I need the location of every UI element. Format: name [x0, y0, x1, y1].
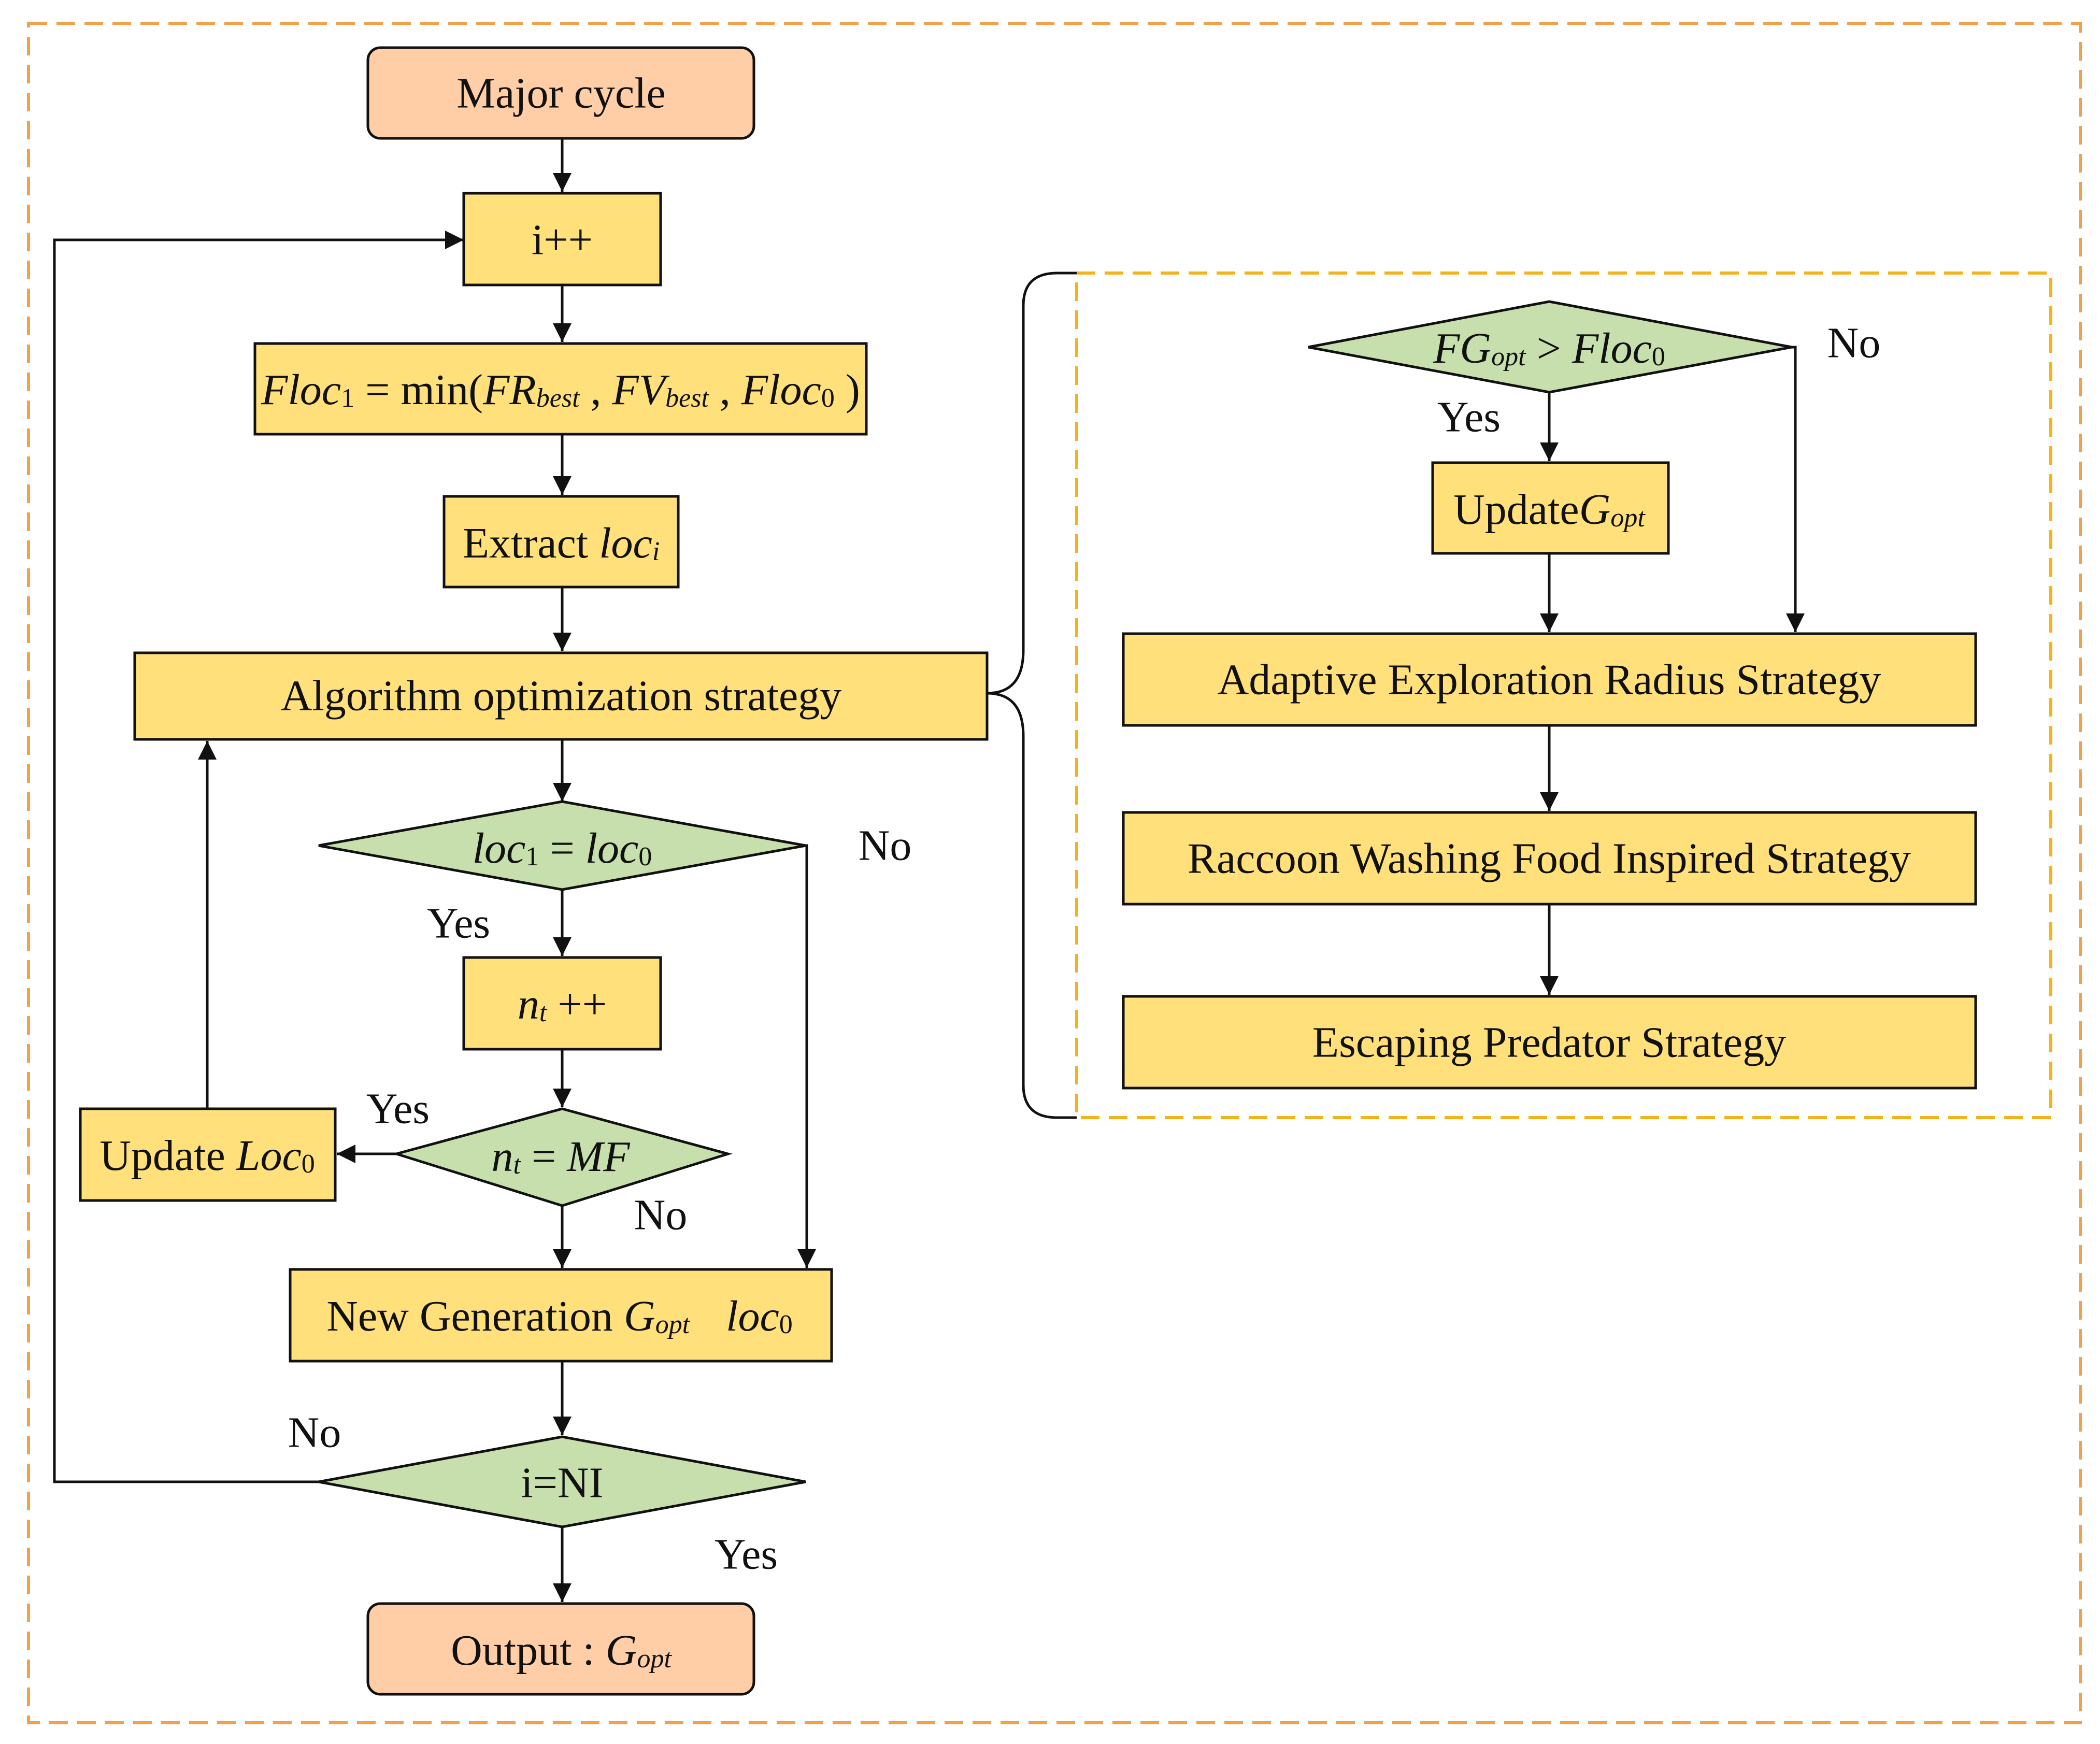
algorithm-strategy-label: Algorithm optimization strategy	[281, 672, 841, 720]
escaping-strategy-node: Escaping Predator Strategy	[1122, 995, 1977, 1090]
floc-min-label: Floc1 = min(FRbest , FVbest , Floc0 )	[261, 366, 860, 414]
floc-min-node: Floc1 = min(FRbest , FVbest , Floc0 )	[253, 342, 868, 436]
loc-yes-label: Yes	[427, 899, 490, 948]
nt-mf-decision: nt = MF	[392, 1107, 733, 1207]
raccoon-strategy-label: Raccoon Washing Food Inspired Strategy	[1188, 835, 1911, 883]
adaptive-strategy-node: Adaptive Exploration Radius Strategy	[1122, 632, 1977, 727]
ni-label: i=NI	[521, 1459, 603, 1507]
fg-decision-label: FGopt > Floc0	[1433, 324, 1665, 373]
nt-increment-label: nt ++	[518, 980, 607, 1028]
major-cycle-node: Major cycle	[366, 46, 755, 140]
loc-no-label: No	[859, 822, 912, 870]
increment-label: i++	[532, 216, 593, 264]
update-g-label: UpdateGopt	[1453, 485, 1646, 534]
fg-no-label: No	[1827, 319, 1881, 367]
fg-yes-label: Yes	[1437, 393, 1501, 441]
strategy-dashed-frame	[1075, 271, 2052, 1119]
increment-node: i++	[462, 192, 662, 287]
escaping-strategy-label: Escaping Predator Strategy	[1312, 1019, 1786, 1067]
update-loc-label: Update Loc0	[99, 1132, 315, 1180]
extract-node: Extract loci	[442, 495, 680, 589]
ni-decision: i=NI	[318, 1435, 806, 1528]
edges	[53, 138, 1805, 1602]
nt-no-label: No	[634, 1191, 688, 1239]
loc-equal-decision: loc1 = loc0	[318, 800, 806, 891]
major-cycle-label: Major cycle	[456, 69, 665, 118]
nt-increment-node: nt ++	[462, 956, 662, 1051]
outer-dashed-frame	[27, 22, 2082, 1724]
raccoon-strategy-node: Raccoon Washing Food Inspired Strategy	[1122, 811, 1977, 906]
nt-yes-label: Yes	[366, 1085, 430, 1133]
algorithm-strategy-node: Algorithm optimization strategy	[133, 651, 989, 741]
fg-decision: FGopt > Floc0	[1308, 300, 1792, 394]
adaptive-strategy-label: Adaptive Exploration Radius Strategy	[1218, 656, 1881, 704]
update-loc-node: Update Loc0	[79, 1107, 337, 1202]
output-node: Output : Gopt	[366, 1602, 755, 1696]
update-g-node: UpdateGopt	[1431, 461, 1670, 555]
extract-label: Extract loci	[463, 519, 660, 567]
ni-no-label: No	[288, 1409, 341, 1457]
nt-mf-label: nt = MF	[491, 1133, 631, 1181]
curly-brace	[987, 271, 1077, 1119]
loc-equal-label: loc1 = loc0	[473, 824, 652, 873]
ni-yes-label: Yes	[715, 1531, 778, 1579]
output-label: Output : Gopt	[451, 1626, 672, 1675]
